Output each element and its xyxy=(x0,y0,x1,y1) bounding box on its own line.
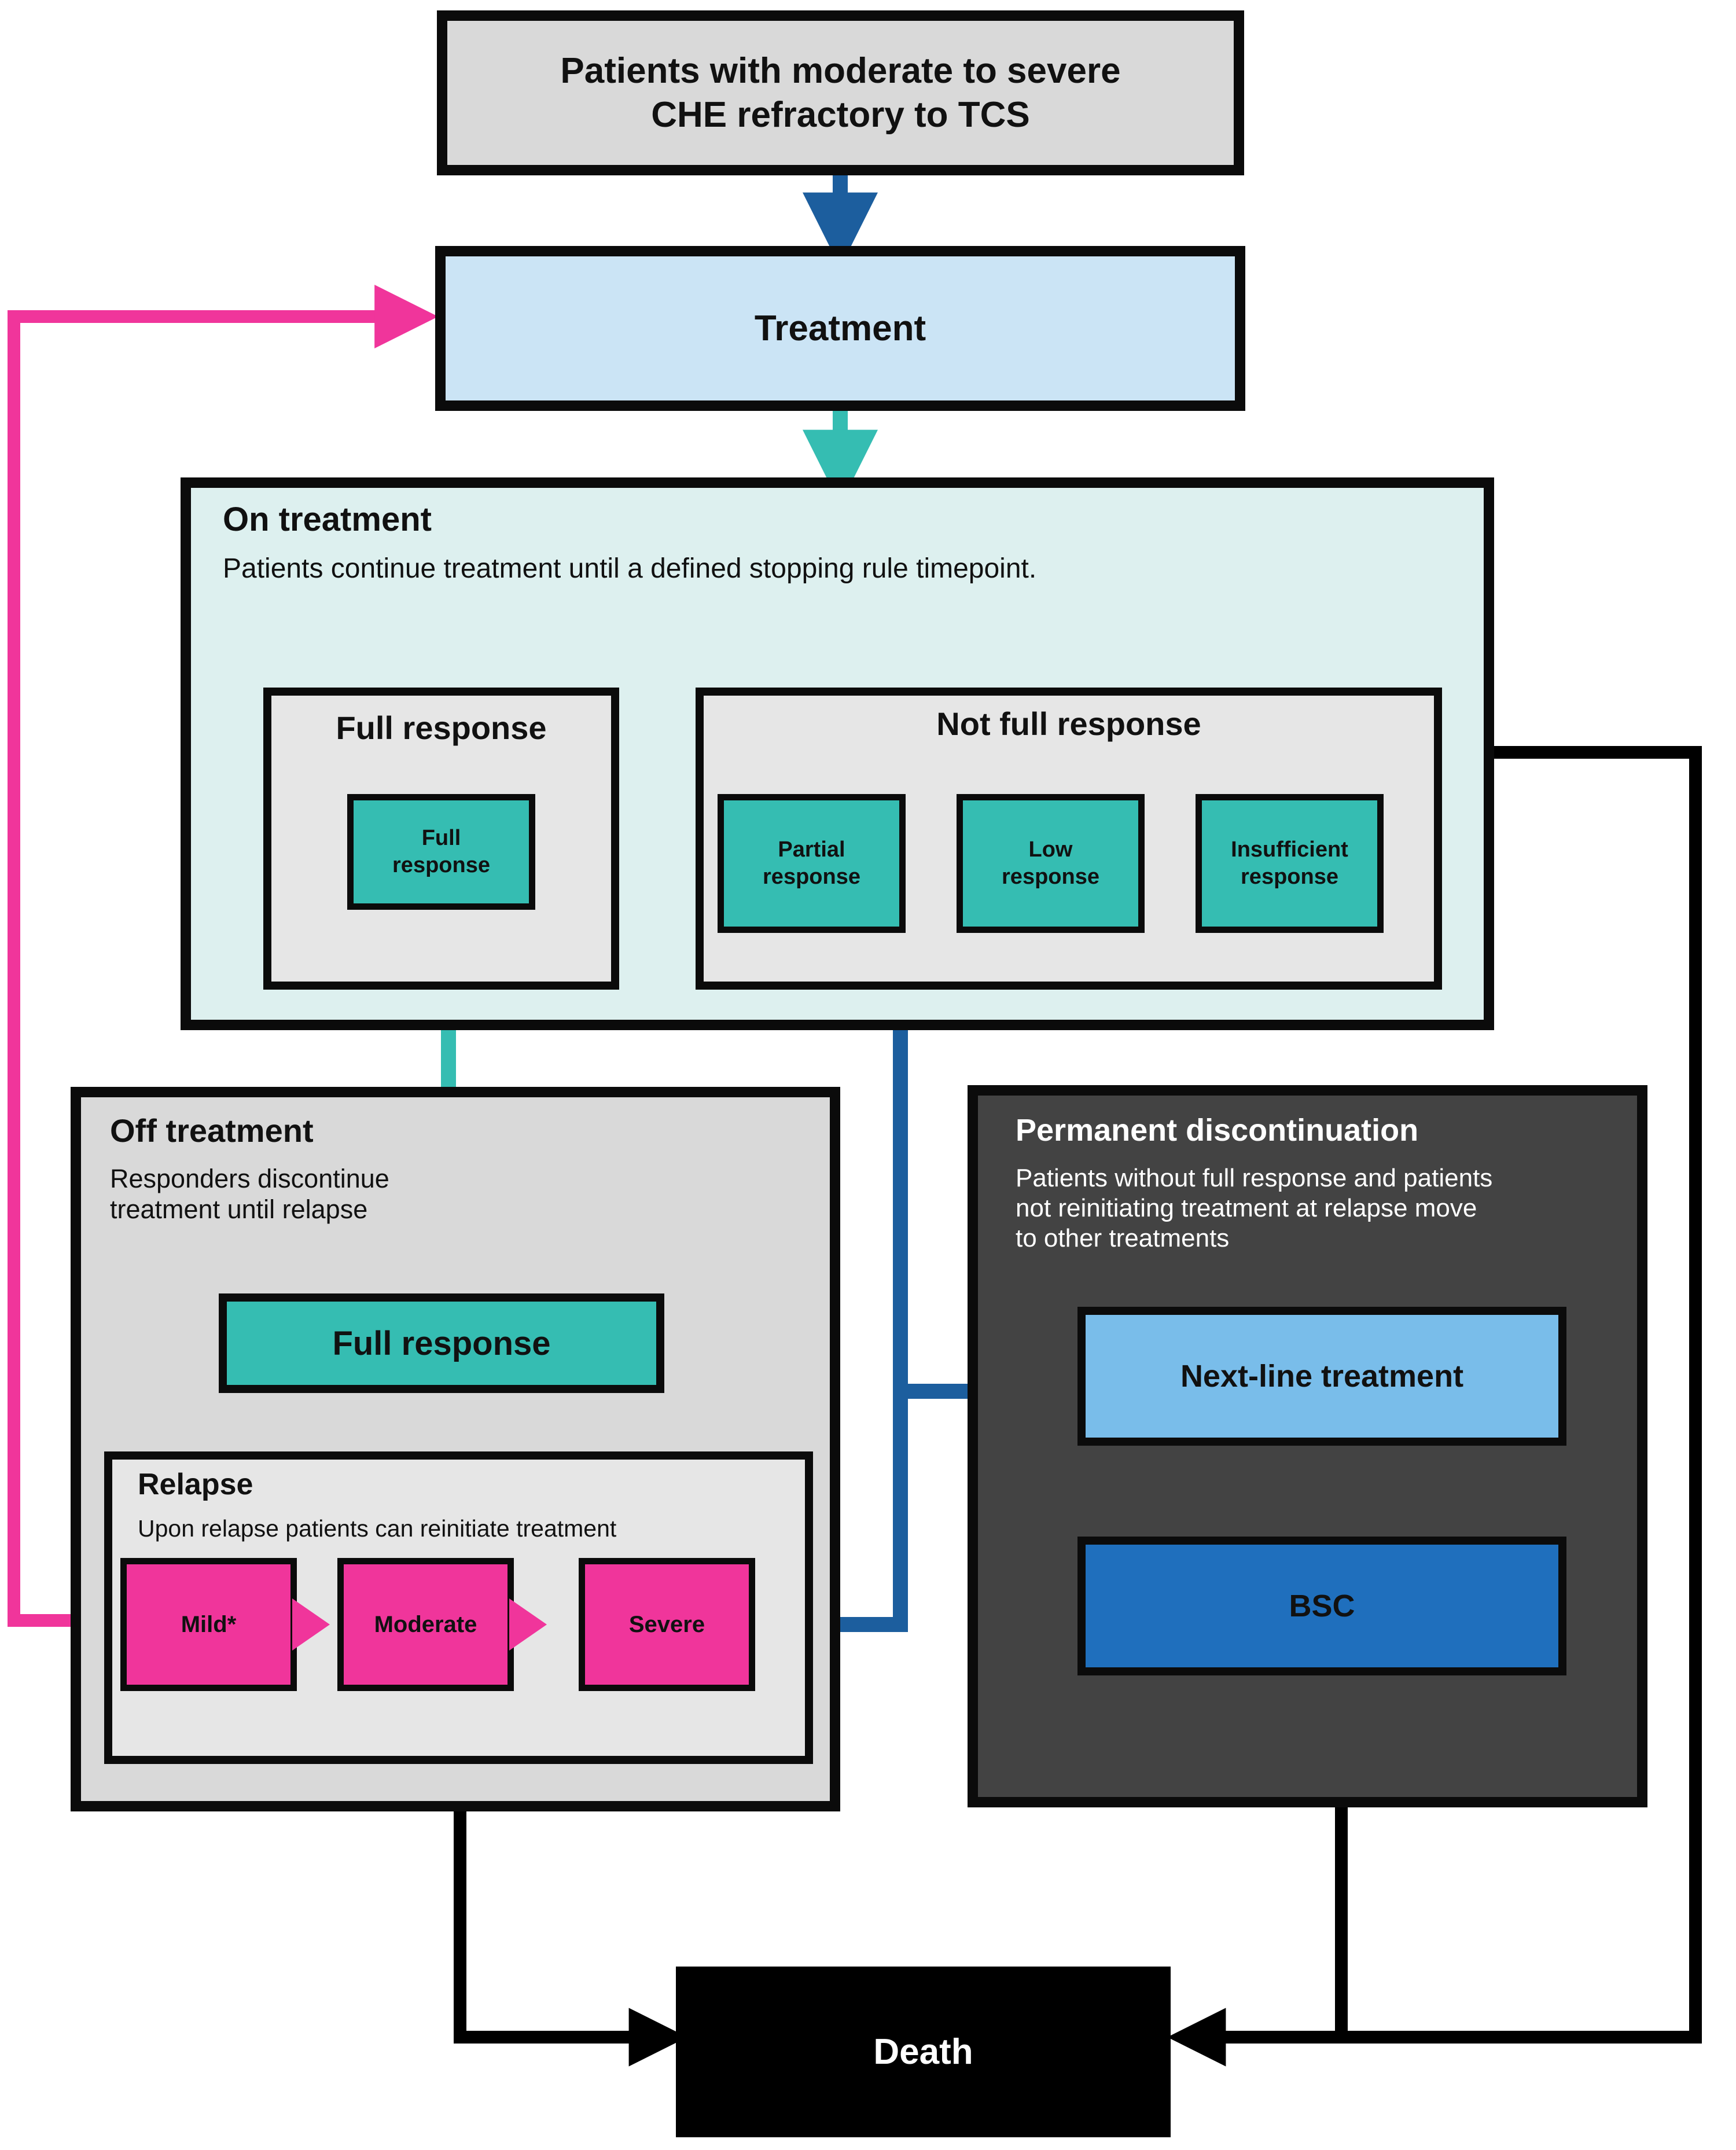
full-response-group-title: Full response xyxy=(336,710,547,746)
permanent-discontinuation-subtitle: Patients without full response and patie… xyxy=(1016,1163,1492,1254)
relapse-state-mild[interactable]: Mild* xyxy=(120,1558,297,1691)
death-node[interactable]: Death xyxy=(676,1967,1171,2137)
permanent-discontinuation-subtitle-line3: to other treatments xyxy=(1016,1223,1230,1252)
not-full-response-group-title: Not full response xyxy=(936,705,1201,742)
bsc-node[interactable]: BSC xyxy=(1077,1537,1566,1675)
treatment-node[interactable]: Treatment xyxy=(435,246,1245,411)
next-line-treatment-node[interactable]: Next-line treatment xyxy=(1077,1307,1566,1446)
off-treatment-subtitle: Responders discontinue treatment until r… xyxy=(110,1163,389,1225)
state-low-response-line1: Low xyxy=(1028,837,1073,862)
state-partial-response[interactable]: Partial response xyxy=(718,794,906,933)
state-low-response[interactable]: Low response xyxy=(957,794,1145,933)
relapse-state-moderate-label: Moderate xyxy=(374,1611,477,1637)
cohort-node-label: Patients with moderate to severe CHE ref… xyxy=(560,49,1120,137)
edge-permanent-discontinuation-to-death xyxy=(1167,1807,1348,2067)
next-line-treatment-label: Next-line treatment xyxy=(1180,1359,1464,1394)
state-insufficient-response[interactable]: Insufficient response xyxy=(1196,794,1384,933)
relapse-state-mild-label: Mild* xyxy=(181,1611,237,1637)
on-treatment-subtitle: Patients continue treatment until a defi… xyxy=(223,553,1037,584)
state-low-response-line2: response xyxy=(1002,865,1099,889)
edge-off-treatment-to-death xyxy=(454,1811,687,2067)
relapse-state-moderate[interactable]: Moderate xyxy=(337,1558,514,1691)
state-full-response-line2: response xyxy=(392,853,490,877)
relapse-state-severe[interactable]: Severe xyxy=(579,1558,755,1691)
relapse-subtitle: Upon relapse patients can reinitiate tre… xyxy=(138,1515,617,1542)
treatment-node-label: Treatment xyxy=(754,308,926,348)
state-full-response-label: Full response xyxy=(392,825,490,880)
state-partial-response-line2: response xyxy=(763,865,860,889)
permanent-discontinuation-title: Permanent discontinuation xyxy=(1016,1113,1419,1148)
off-treatment-subtitle-line1: Responders discontinue xyxy=(110,1164,389,1193)
state-full-response[interactable]: Full response xyxy=(347,794,535,910)
cohort-node-line1: Patients with moderate to severe xyxy=(560,50,1121,91)
cohort-node-line2: CHE refractory to TCS xyxy=(651,94,1030,135)
off-treatment-full-response[interactable]: Full response xyxy=(219,1293,664,1393)
state-insufficient-response-line2: response xyxy=(1241,865,1338,889)
off-treatment-title: Off treatment xyxy=(110,1112,314,1149)
state-full-response-line1: Full xyxy=(421,825,461,850)
relapse-state-severe-label: Severe xyxy=(628,1611,705,1637)
permanent-discontinuation-subtitle-line1: Patients without full response and patie… xyxy=(1016,1164,1493,1192)
permanent-discontinuation-section[interactable] xyxy=(968,1085,1647,1807)
state-low-response-label: Low response xyxy=(1002,836,1099,891)
state-insufficient-response-label: Insufficient response xyxy=(1231,836,1348,891)
state-partial-response-line1: Partial xyxy=(778,837,845,862)
off-treatment-subtitle-line2: treatment until relapse xyxy=(110,1195,368,1225)
cohort-node[interactable]: Patients with moderate to severe CHE ref… xyxy=(437,10,1244,175)
permanent-discontinuation-subtitle-line2: not reinitiating treatment at relapse mo… xyxy=(1016,1193,1477,1222)
on-treatment-title: On treatment xyxy=(223,501,432,538)
death-label: Death xyxy=(873,2032,973,2072)
state-insufficient-response-line1: Insufficient xyxy=(1231,837,1348,862)
bsc-label: BSC xyxy=(1289,1589,1355,1623)
state-partial-response-label: Partial response xyxy=(763,836,860,891)
relapse-title: Relapse xyxy=(138,1468,253,1501)
off-treatment-full-response-label: Full response xyxy=(332,1324,551,1362)
